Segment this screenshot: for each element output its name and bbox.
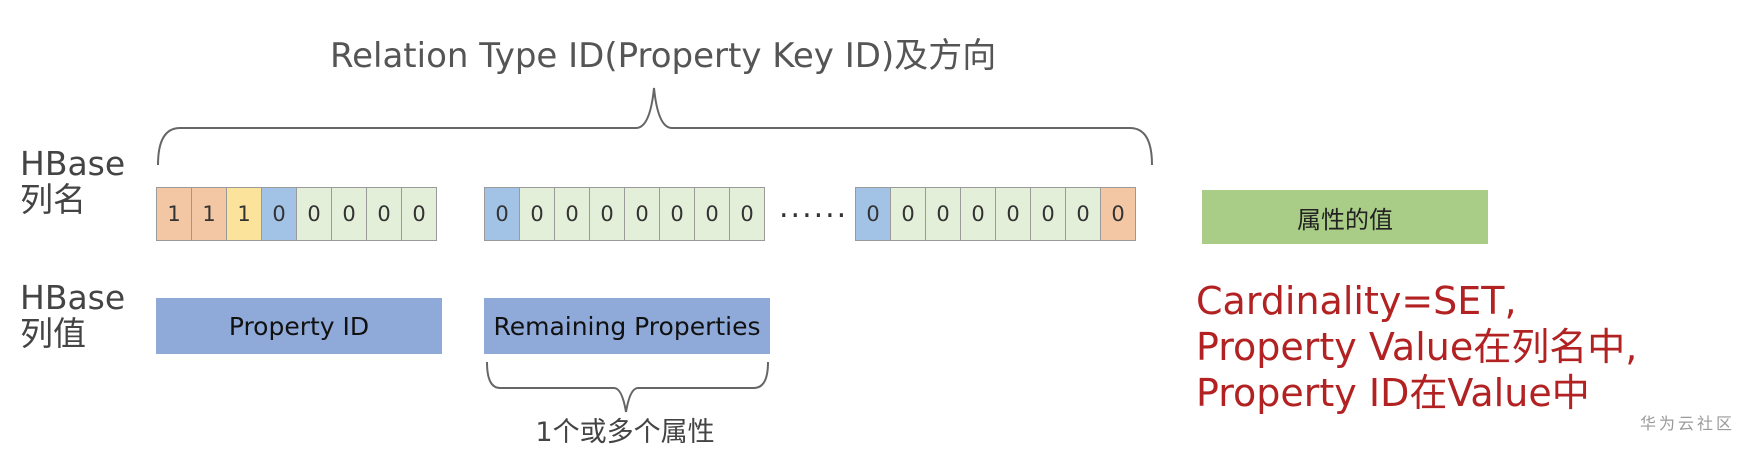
bit-cell: 0 bbox=[624, 187, 660, 241]
bit-cell: 1 bbox=[191, 187, 227, 241]
bit-cell: 0 bbox=[401, 187, 437, 241]
column-name-label-line1: HBase bbox=[20, 144, 126, 183]
hbase-column-value-label: HBase 列值 bbox=[20, 280, 125, 352]
bit-cell: 0 bbox=[261, 187, 297, 241]
bit-cell: 0 bbox=[366, 187, 402, 241]
column-value-label-line2: 列值 bbox=[20, 314, 86, 353]
bit-cell: 0 bbox=[925, 187, 961, 241]
bit-cell: 1 bbox=[226, 187, 262, 241]
property-value-box: 属性的值 bbox=[1202, 190, 1488, 244]
bit-cell: 0 bbox=[995, 187, 1031, 241]
bit-cell: 0 bbox=[1065, 187, 1101, 241]
note-line-2: Property Value在列名中, bbox=[1196, 325, 1638, 369]
bit-cell: 0 bbox=[554, 187, 590, 241]
remaining-properties-box: Remaining Properties bbox=[484, 298, 770, 354]
bit-cell: 0 bbox=[589, 187, 625, 241]
bit-cell: 0 bbox=[331, 187, 367, 241]
watermark: 华为云社区 bbox=[1640, 414, 1736, 433]
property-id-box: Property ID bbox=[156, 298, 442, 354]
bit-cell: 0 bbox=[1100, 187, 1136, 241]
hbase-column-name-label: HBase 列名 bbox=[20, 146, 125, 218]
brace-title: Relation Type ID(Property Key ID)及方向 bbox=[330, 36, 997, 76]
bit-cell: 0 bbox=[890, 187, 926, 241]
remaining-caption: 1个或多个属性 bbox=[535, 417, 715, 448]
column-name-label-line2: 列名 bbox=[20, 180, 86, 219]
cardinality-note: Cardinality=SET, Property Value在列名中, Pro… bbox=[1196, 278, 1637, 416]
bit-cell: 1 bbox=[156, 187, 192, 241]
bottom-brace bbox=[486, 361, 769, 413]
top-brace bbox=[157, 87, 1153, 166]
bit-cell: 0 bbox=[484, 187, 520, 241]
bit-cell: 0 bbox=[729, 187, 765, 241]
bit-cell: 0 bbox=[659, 187, 695, 241]
bit-cell: 0 bbox=[855, 187, 891, 241]
column-value-label-line1: HBase bbox=[20, 278, 126, 317]
bit-cell: 0 bbox=[519, 187, 555, 241]
bit-cell: 0 bbox=[694, 187, 730, 241]
ellipsis: ...... bbox=[779, 190, 849, 225]
bit-cell: 0 bbox=[296, 187, 332, 241]
bit-cell: 0 bbox=[960, 187, 996, 241]
bit-cell: 0 bbox=[1030, 187, 1066, 241]
note-line-1: Cardinality=SET, bbox=[1196, 279, 1517, 323]
note-line-3: Property ID在Value中 bbox=[1196, 371, 1590, 415]
